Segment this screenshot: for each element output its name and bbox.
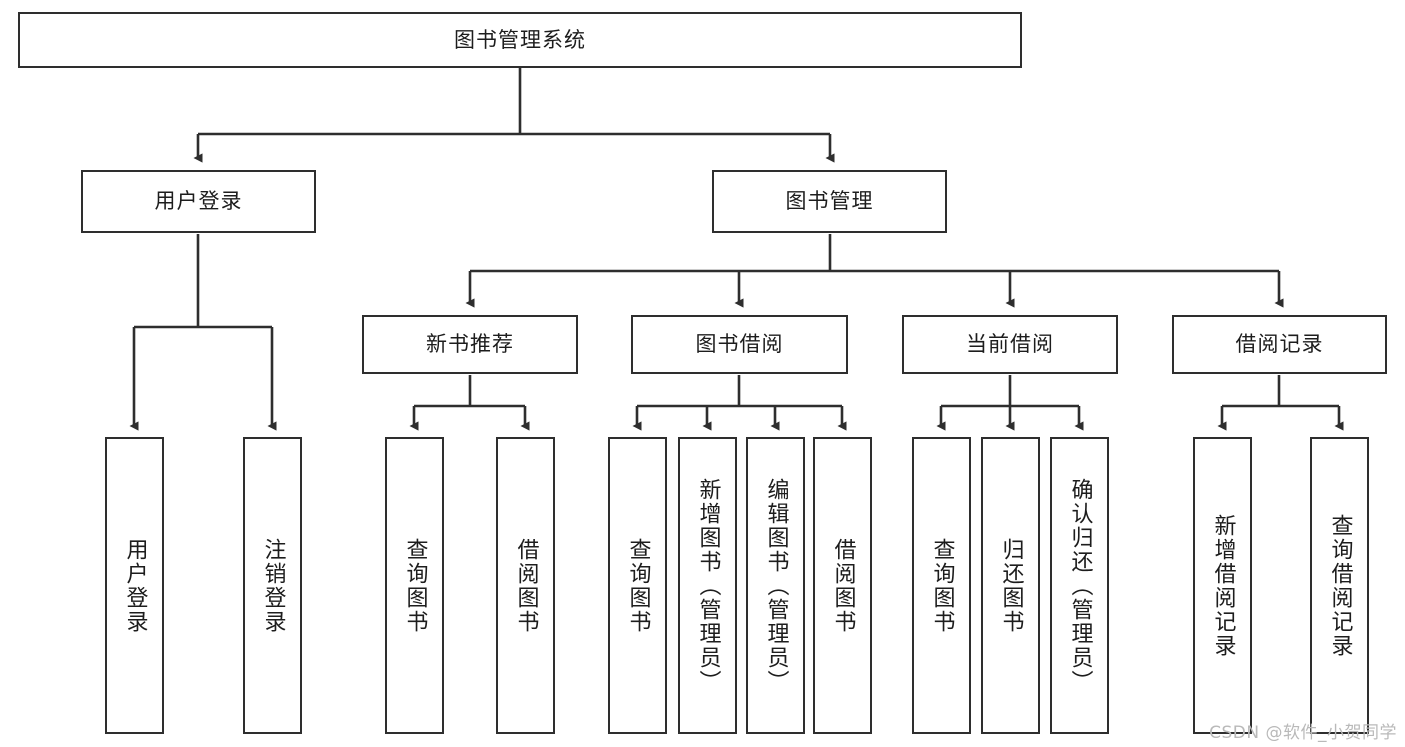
- node-current-borrow[interactable]: 当前借阅: [902, 315, 1118, 374]
- watermark-text: CSDN @软件_小贺同学: [1209, 723, 1397, 743]
- node-user-login-label: 用户登录: [154, 189, 243, 214]
- node-leaf-edit-book[interactable]: 编辑图书（管理员）: [746, 437, 805, 734]
- node-leaf-borrow-book-2-label: 借阅图书: [830, 537, 856, 634]
- node-leaf-return-book-label: 归还图书: [998, 537, 1024, 634]
- node-book-borrow[interactable]: 图书借阅: [631, 315, 848, 374]
- node-leaf-user-login[interactable]: 用户登录: [105, 437, 164, 734]
- node-leaf-borrow-book-1-label: 借阅图书: [513, 537, 539, 634]
- node-current-borrow-label: 当前借阅: [966, 332, 1054, 357]
- node-leaf-confirm-return[interactable]: 确认归还（管理员）: [1050, 437, 1109, 734]
- node-borrow-record-label: 借阅记录: [1235, 332, 1324, 357]
- node-user-login[interactable]: 用户登录: [81, 170, 316, 233]
- node-leaf-edit-book-label: 编辑图书（管理员）: [763, 477, 789, 694]
- node-book-manage-label: 图书管理: [785, 189, 874, 214]
- node-leaf-user-logout-label: 注销登录: [260, 537, 286, 634]
- node-new-book-recommend-label: 新书推荐: [426, 332, 514, 357]
- node-leaf-query-record-label: 查询借阅记录: [1327, 513, 1353, 658]
- node-borrow-record[interactable]: 借阅记录: [1172, 315, 1387, 374]
- node-leaf-return-book[interactable]: 归还图书: [981, 437, 1040, 734]
- node-book-borrow-label: 图书借阅: [695, 332, 784, 357]
- node-leaf-confirm-return-label: 确认归还（管理员）: [1067, 477, 1093, 694]
- node-root-label: 图书管理系统: [454, 27, 586, 52]
- node-leaf-add-book[interactable]: 新增图书（管理员）: [678, 437, 737, 734]
- node-root[interactable]: 图书管理系统: [18, 12, 1022, 68]
- node-leaf-borrow-book-1[interactable]: 借阅图书: [496, 437, 555, 734]
- node-book-manage[interactable]: 图书管理: [712, 170, 947, 233]
- node-leaf-query-book-1-label: 查询图书: [402, 537, 428, 634]
- node-leaf-add-record-label: 新增借阅记录: [1210, 513, 1236, 658]
- node-leaf-query-book-2[interactable]: 查询图书: [608, 437, 667, 734]
- node-leaf-query-record[interactable]: 查询借阅记录: [1310, 437, 1369, 734]
- node-new-book-recommend[interactable]: 新书推荐: [362, 315, 578, 374]
- node-leaf-query-book-3-label: 查询图书: [929, 537, 955, 634]
- node-leaf-add-book-label: 新增图书（管理员）: [695, 477, 721, 694]
- node-leaf-add-record[interactable]: 新增借阅记录: [1193, 437, 1252, 734]
- node-leaf-query-book-3[interactable]: 查询图书: [912, 437, 971, 734]
- node-leaf-user-logout[interactable]: 注销登录: [243, 437, 302, 734]
- node-leaf-query-book-2-label: 查询图书: [625, 537, 651, 634]
- node-leaf-user-login-label: 用户登录: [122, 537, 148, 634]
- node-leaf-query-book-1[interactable]: 查询图书: [385, 437, 444, 734]
- node-leaf-borrow-book-2[interactable]: 借阅图书: [813, 437, 872, 734]
